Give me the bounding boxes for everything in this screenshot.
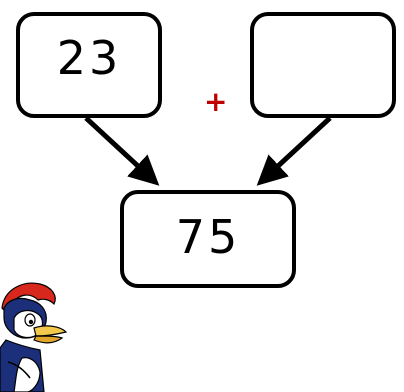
right-addend-box[interactable] (250, 12, 396, 118)
arrow-right-to-sum (256, 116, 332, 186)
left-addend-box: 23 (16, 12, 162, 118)
sum-value: 75 (175, 210, 241, 264)
left-addend-value: 23 (56, 31, 122, 85)
woodpecker-cartoon-icon (0, 282, 68, 392)
sum-box: 75 (120, 190, 296, 288)
plus-operator: + (204, 85, 228, 118)
arrow-left-to-sum (84, 116, 160, 186)
